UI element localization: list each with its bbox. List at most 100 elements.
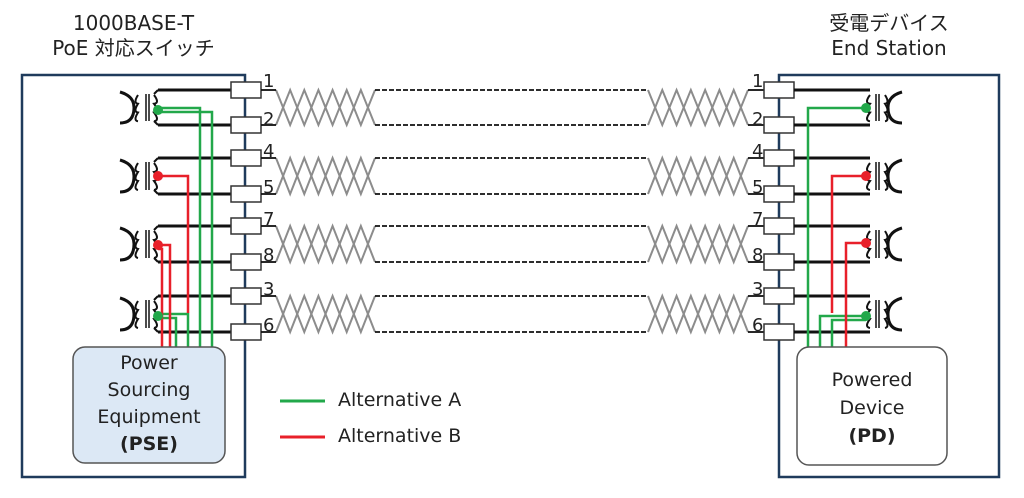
right-pin-label: 6	[752, 315, 764, 336]
transformer-coil	[119, 158, 136, 194]
left-pin-label: 3	[263, 279, 275, 300]
connector-pin	[230, 217, 262, 235]
right-pin-label: 3	[752, 279, 764, 300]
twisted-wire	[647, 223, 749, 265]
transformer-coil	[119, 296, 136, 332]
right-pin-label: 8	[752, 245, 764, 266]
alt-a-line	[158, 312, 190, 347]
left-pin-label: 2	[263, 109, 275, 130]
transformer-coil	[119, 226, 136, 262]
center-tap-dot	[861, 311, 871, 321]
alt-a-line	[806, 106, 866, 347]
transformer-coil	[886, 90, 903, 125]
transformer-coil	[883, 300, 889, 329]
transformer-lead	[153, 157, 159, 163]
alt-b-line	[830, 174, 866, 313]
connector-pin	[230, 185, 262, 203]
pd-label-line1: Powered	[831, 369, 913, 391]
left-pin-label: 1	[263, 71, 275, 92]
connector-pin	[763, 116, 795, 134]
connector-pin	[763, 81, 795, 99]
transformer-coil	[134, 162, 140, 191]
transformer-lead	[153, 257, 159, 263]
center-tap-dot	[153, 240, 163, 250]
twisted-wire	[275, 155, 376, 197]
alt-b-line	[844, 241, 866, 347]
right-pin-label: 2	[752, 109, 764, 130]
transformer-lead	[153, 120, 159, 126]
power-lines-layer	[153, 103, 871, 347]
left-pin-label: 8	[263, 245, 275, 266]
right-pin-label: 7	[752, 209, 764, 230]
transformer-coil	[134, 94, 140, 123]
right-title-line2: End Station	[831, 36, 947, 60]
connector-pin	[763, 287, 795, 305]
transformer-lead	[153, 225, 159, 231]
left-pin-label: 4	[263, 141, 275, 162]
alt-a-line	[160, 316, 178, 347]
pse-box	[72, 346, 226, 464]
left-pin-label: 5	[263, 177, 275, 198]
legend-label-b: Alternative B	[338, 425, 462, 447]
twisted-wire	[647, 293, 749, 335]
center-tap-dot	[153, 311, 163, 321]
center-tap-dot	[861, 103, 871, 113]
connector-pin	[763, 149, 795, 167]
alt-a-line	[818, 314, 866, 347]
connector-pin	[230, 253, 262, 271]
twisted-wire	[275, 87, 376, 128]
end-station-box	[777, 73, 1001, 479]
left-pin-label: 6	[263, 315, 275, 336]
transformer-coil	[134, 300, 140, 329]
legend-label-a: Alternative A	[338, 389, 462, 411]
left-pin-label: 7	[263, 209, 275, 230]
twisted-wire	[647, 155, 749, 197]
twisted-wire	[275, 223, 376, 265]
pd-label-line2: Device	[839, 397, 905, 419]
alt-a-line	[830, 318, 866, 347]
pd-abbr: (PD)	[848, 425, 896, 447]
connector-pin	[230, 323, 262, 341]
transformer-coil	[886, 158, 903, 194]
left-title-line1: 1000BASE-T	[72, 11, 195, 35]
transformer-lead	[153, 189, 159, 195]
alt-a-line	[158, 106, 202, 347]
pse-label-line2: Sourcing	[107, 379, 191, 401]
center-tap-dot	[861, 238, 871, 248]
right-title-line1: 受電デバイス	[829, 11, 949, 35]
right-pin-label: 4	[752, 141, 764, 162]
transformer-coil	[883, 162, 889, 191]
left-title-line2: PoE 対応スイッチ	[52, 36, 215, 60]
connector-pin	[763, 253, 795, 271]
wires-layer	[119, 81, 903, 341]
transformer-coil	[886, 226, 903, 262]
twisted-wire	[647, 87, 749, 128]
transformer-coil	[883, 230, 889, 259]
twisted-wire	[275, 293, 376, 335]
transformer-coil	[119, 90, 136, 125]
connector-pin	[230, 287, 262, 305]
connector-pin	[763, 323, 795, 341]
pse-label-line1: Power	[120, 352, 178, 374]
transformer-lead	[153, 89, 159, 95]
alt-b-line	[158, 174, 190, 313]
pse-abbr: (PSE)	[120, 433, 178, 455]
transformer-coil	[134, 230, 140, 259]
connector-pin	[763, 185, 795, 203]
alt-a-line	[160, 110, 214, 347]
connector-pin	[230, 149, 262, 167]
switch-box	[20, 73, 247, 479]
center-tap-dot	[861, 171, 871, 181]
center-tap-dot	[153, 171, 163, 181]
connector-pin	[763, 217, 795, 235]
right-pin-label: 1	[752, 71, 764, 92]
connector-pin	[230, 81, 262, 99]
transformer-lead	[153, 295, 159, 301]
transformer-coil	[886, 296, 903, 332]
center-tap-dot	[153, 105, 163, 115]
pse-label-line3: Equipment	[97, 406, 201, 428]
right-pin-label: 5	[752, 177, 764, 198]
transformer-coil	[883, 94, 889, 123]
pd-box	[796, 346, 948, 466]
